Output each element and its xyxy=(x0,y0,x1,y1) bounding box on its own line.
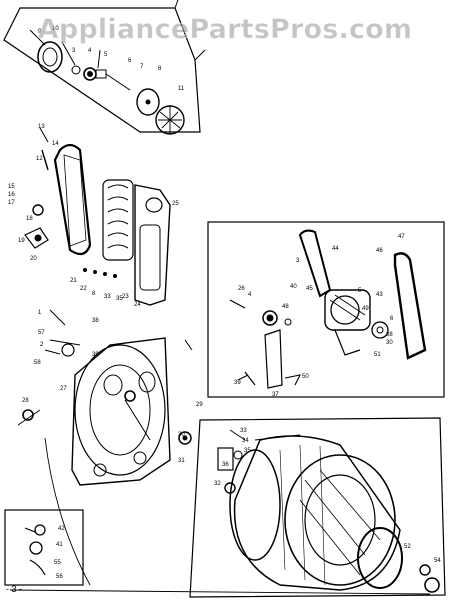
part-number-label: 58 xyxy=(34,360,41,366)
part-number-label: 49 xyxy=(362,306,369,312)
part-number-label: 14 xyxy=(52,141,59,147)
part-number-label: 9 xyxy=(38,29,42,35)
part-number-label: 32 xyxy=(214,481,221,487)
part-number-label: 39 xyxy=(92,352,99,358)
top-assembly-panel xyxy=(3,0,206,135)
part-number-label: 4 xyxy=(248,292,252,298)
part-number-label: 39 xyxy=(234,380,241,386)
part-number-label: 4 xyxy=(88,48,92,54)
part-number-label: 35 xyxy=(244,448,251,454)
belt-heater-assembly xyxy=(24,127,171,306)
motor-inset-panel xyxy=(207,221,445,398)
part-number-label: 36 xyxy=(222,462,229,468)
drum-panel xyxy=(189,417,446,598)
part-number-label: 6 xyxy=(390,316,394,322)
front-bulkhead xyxy=(17,309,193,586)
part-number-label: 52 xyxy=(404,544,411,550)
page-number-mark: - 3 - xyxy=(6,584,23,594)
part-number-label: 35 xyxy=(116,296,123,302)
part-number-label: 38 xyxy=(92,318,99,324)
part-number-label: 2 xyxy=(40,342,44,348)
part-number-label: 5 xyxy=(358,288,362,294)
part-number-label: 33 xyxy=(104,294,111,300)
part-number-label: 21 xyxy=(70,278,77,284)
part-number-label: 16 xyxy=(8,192,15,198)
bottom-left-panel xyxy=(4,509,431,595)
part-number-label: 38 xyxy=(386,332,393,338)
part-number-label: 8 xyxy=(92,291,96,297)
part-number-label: 10 xyxy=(52,26,59,32)
part-number-label: 11 xyxy=(178,86,185,92)
part-number-label: 3 xyxy=(72,48,76,54)
part-number-label: 17 xyxy=(8,200,15,206)
part-number-label: 5 xyxy=(104,52,108,58)
part-number-label: 27 xyxy=(60,386,67,392)
part-number-label: 26 xyxy=(238,286,245,292)
part-number-label: 51 xyxy=(374,352,381,358)
part-number-label: 7 xyxy=(140,64,144,70)
part-number-label: 42 xyxy=(58,526,65,532)
part-number-label: 54 xyxy=(434,558,441,564)
part-number-label: 13 xyxy=(38,124,45,130)
part-number-label: 6 xyxy=(128,58,132,64)
part-number-label: 44 xyxy=(332,246,339,252)
part-number-label: 22 xyxy=(80,286,87,292)
part-number-label: 1 xyxy=(38,310,42,316)
part-number-label: 29 xyxy=(196,402,203,408)
part-number-label: 47 xyxy=(398,234,405,240)
part-number-label: 25 xyxy=(172,201,179,207)
part-number-label: 20 xyxy=(30,256,37,262)
part-number-label: 30 xyxy=(386,340,393,346)
part-number-label: 24 xyxy=(134,302,141,308)
part-number-label: 3 xyxy=(296,258,300,264)
part-number-label: 37 xyxy=(272,392,279,398)
part-number-label: 23 xyxy=(122,294,129,300)
part-number-label: 45 xyxy=(306,286,313,292)
part-number-label: 43 xyxy=(376,292,383,298)
part-number-label: 48 xyxy=(282,304,289,310)
part-number-label: 12 xyxy=(36,156,43,162)
part-number-label: 19 xyxy=(18,238,25,244)
part-number-label: 41 xyxy=(56,542,63,548)
part-number-label: 50 xyxy=(302,374,309,380)
part-number-label: 55 xyxy=(54,560,61,566)
part-number-label: 56 xyxy=(56,574,63,580)
part-number-label: 28 xyxy=(22,398,29,404)
part-number-label: 8 xyxy=(158,66,162,72)
part-number-label: 33 xyxy=(240,428,247,434)
part-number-label: 31 xyxy=(178,458,185,464)
part-number-label: 40 xyxy=(290,284,297,290)
part-number-label: 15 xyxy=(8,184,15,190)
part-number-label: 30 xyxy=(178,432,185,438)
part-number-label: 18 xyxy=(26,216,33,222)
part-number-label: 46 xyxy=(376,248,383,254)
part-number-label: 57 xyxy=(38,330,45,336)
part-number-label: 34 xyxy=(242,438,249,444)
